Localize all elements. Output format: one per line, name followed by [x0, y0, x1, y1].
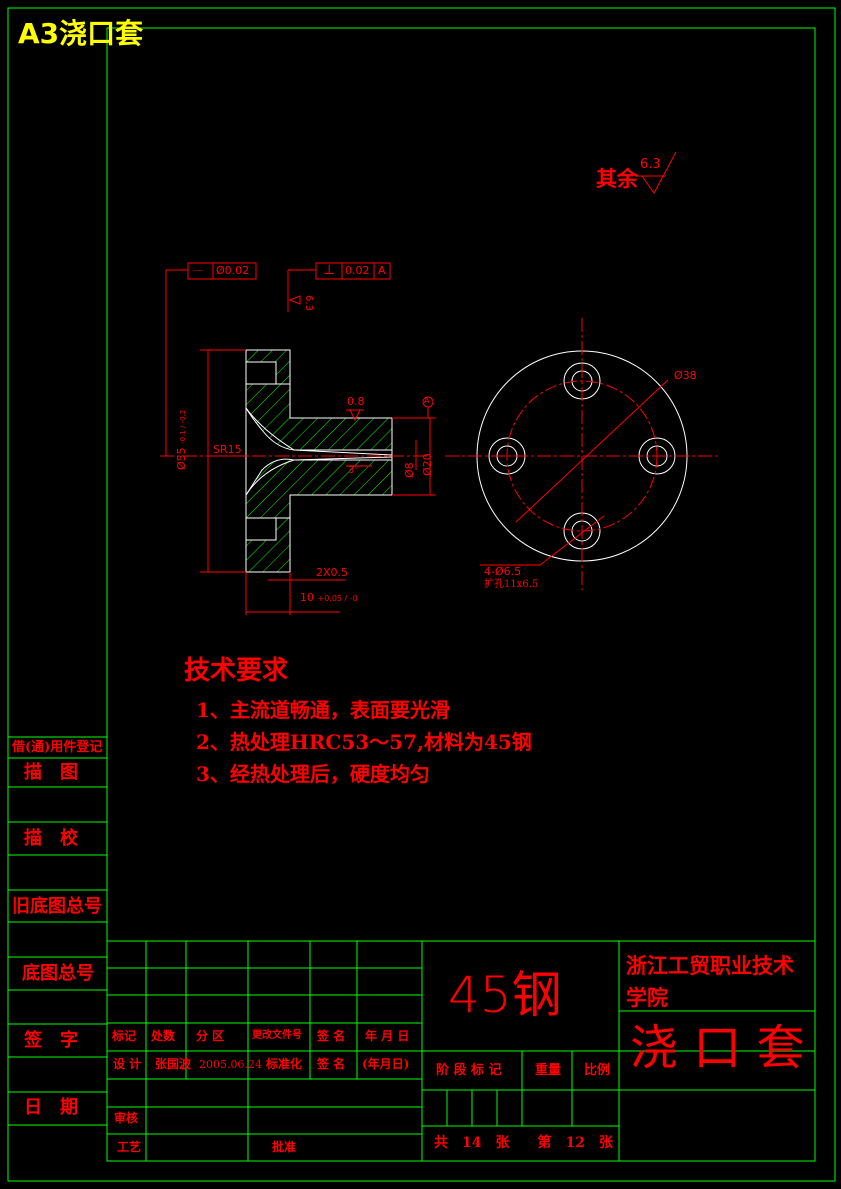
dia55-label: Ø55 -0.1 / -0.2: [175, 409, 188, 470]
tb-header-zone: 分 区: [196, 1029, 225, 1043]
tb-header-mark: 标记: [112, 1029, 137, 1043]
datum-flag: A: [424, 396, 430, 405]
perpendicularity-symbol: ⊥: [323, 263, 336, 278]
side-label-borrow: 借(通)用件登记: [12, 740, 103, 755]
side-label-trace: 描 图: [24, 762, 78, 783]
tb-header-sign: 签 名: [317, 1029, 346, 1043]
perpendicularity-value: 0.02: [345, 264, 370, 277]
length10-value: 10: [300, 591, 314, 604]
tech-title: 技术要求: [184, 656, 289, 686]
dia38-label: Ø38: [674, 369, 697, 382]
finish-left: 6.3: [302, 295, 314, 311]
section-dimensions: [165, 262, 436, 615]
side-label-old-base: 旧底图总号: [12, 896, 102, 917]
tb-weight: 重量: [535, 1063, 562, 1078]
dia20-label: Ø20: [421, 453, 434, 476]
length10-tolerance: +0.05 / -0: [317, 594, 358, 603]
length10-label: 10 +0.05 / -0: [300, 592, 358, 603]
holes-note: 扩孔11x6.5: [484, 579, 539, 590]
tech-item-3: 3、经热处理后，硬度均匀: [196, 762, 430, 786]
surface-finish-mark: [636, 151, 677, 194]
holes-label: 4-Ø6.5: [484, 565, 522, 578]
flatness-value: Ø0.02: [216, 264, 250, 277]
tb-sheets: 共 14 张 第 12 张: [434, 1135, 613, 1151]
tb-design-ymd: (年月日): [362, 1057, 410, 1071]
tb-designer: 张国波: [155, 1057, 192, 1071]
side-label-base: 底图总号: [22, 963, 94, 984]
surface-finish-value: 6.3: [640, 157, 661, 172]
side-label-sign: 签 字: [24, 1030, 78, 1051]
angle-label: 3°: [348, 465, 360, 476]
tb-standardize: 标准化: [266, 1057, 303, 1071]
dia8-label: Ø8: [403, 462, 416, 478]
dia55-tolerance: -0.1 / -0.2: [179, 409, 187, 444]
tb-header-count: 处数: [151, 1029, 176, 1043]
tech-item-1: 1、主流道畅通，表面要光滑: [196, 698, 450, 722]
sr15-label: SR15: [213, 443, 242, 456]
surface-finish-prefix: 其余: [596, 166, 638, 191]
finish-top: 0.8: [347, 395, 365, 408]
side-label-date: 日 期: [24, 1097, 78, 1118]
end-view-centerlines: [445, 318, 720, 590]
flatness-symbol: ⏤: [193, 263, 203, 277]
tb-material: 45钢: [448, 966, 562, 1024]
tb-header-docno: 更改文件号: [252, 1030, 302, 1041]
dia55-value: Ø55: [175, 447, 188, 470]
tb-review: 审核: [114, 1111, 139, 1125]
tb-craft: 工艺: [117, 1140, 142, 1154]
chamfer-label: 2X0.5: [316, 566, 349, 579]
side-label-trace-check: 描 校: [24, 828, 78, 849]
side-registration-grid: [8, 736, 107, 1126]
datum-ref: A: [378, 264, 386, 277]
tb-header-date: 年 月 日: [365, 1029, 410, 1043]
tech-item-2: 2、热处理HRC53～57,材料为45钢: [196, 730, 532, 754]
tb-part-name: 浇 口 套: [630, 1020, 805, 1076]
section-view: [160, 349, 430, 573]
tb-design-sign: 签 名: [317, 1057, 346, 1071]
tb-approve: 批准: [272, 1140, 297, 1154]
title-block-grid: [107, 940, 815, 1161]
tb-school: 浙江工贸职业技术学院: [626, 953, 794, 1010]
tb-scale: 比例: [584, 1063, 611, 1078]
tb-design-label: 设 计: [113, 1057, 142, 1071]
tb-stage: 阶 段 标 记: [436, 1063, 502, 1078]
tb-design-date: 2005.06.24: [199, 1058, 262, 1071]
sheet-title: A3浇口套: [18, 17, 144, 50]
sheet-frame: [7, 7, 836, 1182]
